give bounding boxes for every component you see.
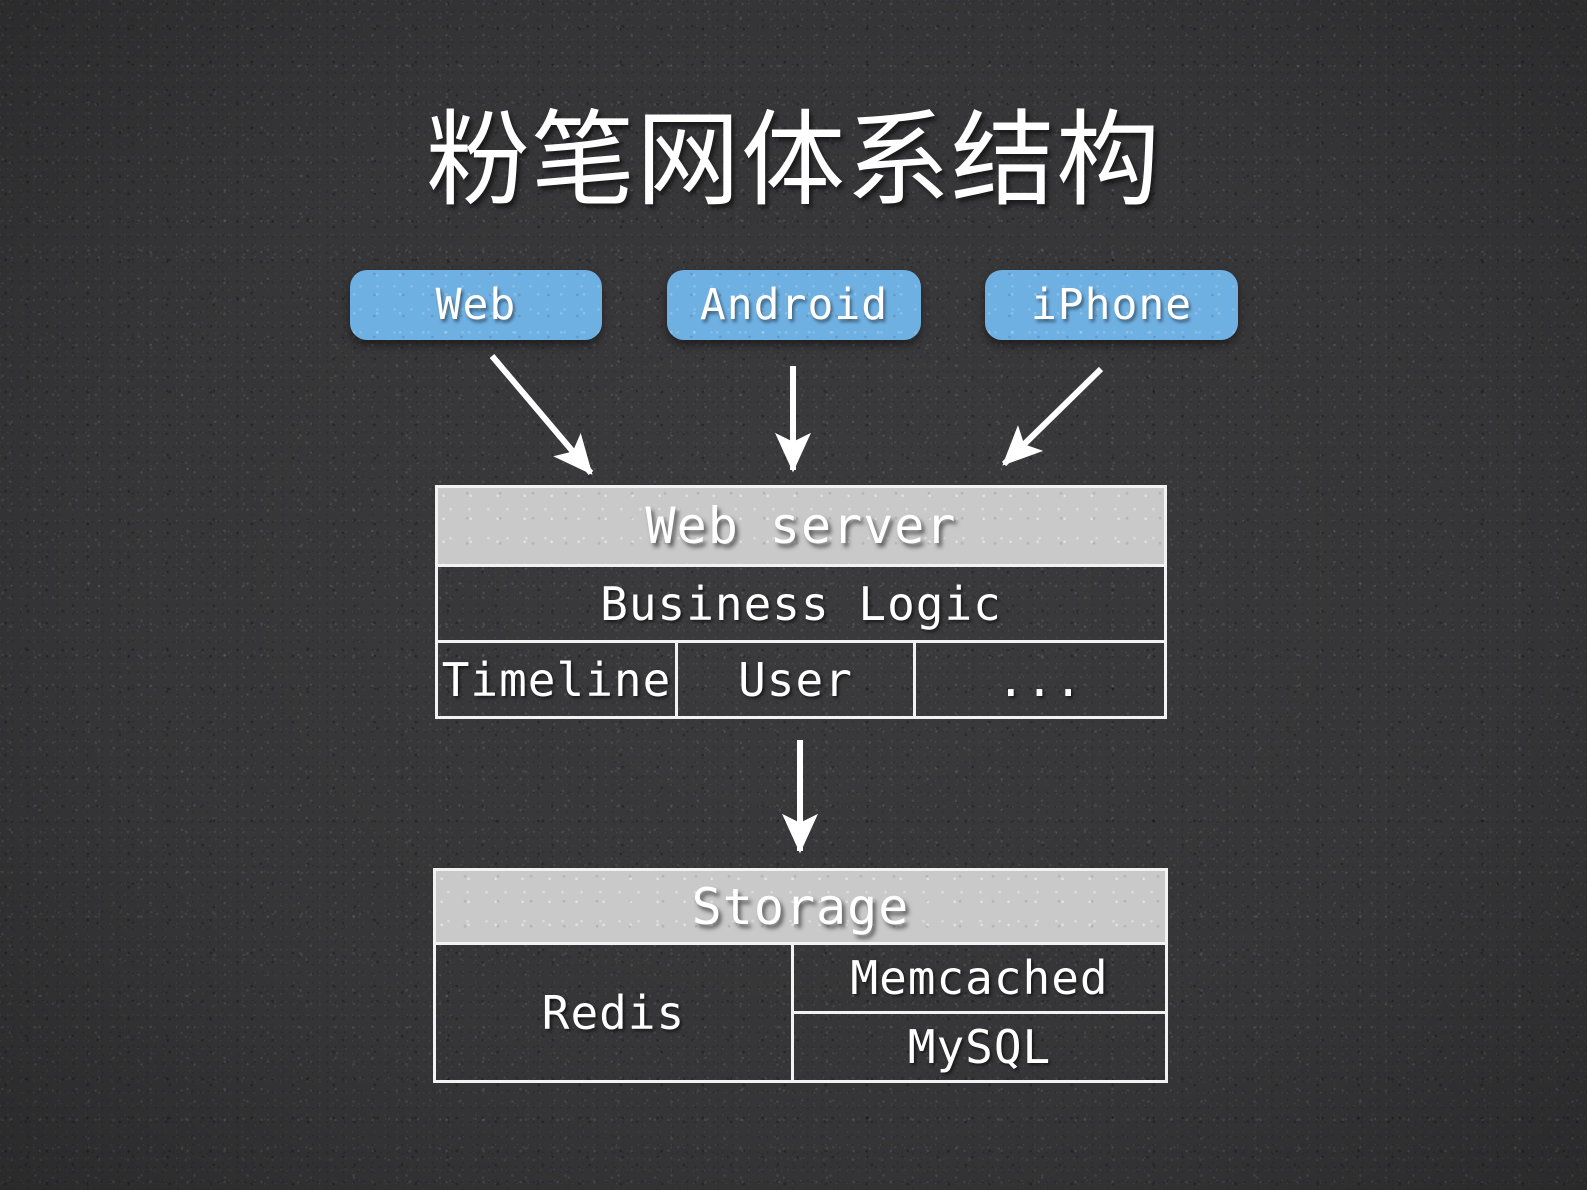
- storage-cell-memcached[interactable]: Memcached: [794, 945, 1165, 1014]
- client-label-iphone: iPhone: [1030, 280, 1193, 330]
- module-label-timeline: Timeline: [441, 652, 672, 707]
- storage-secondary-column: Memcached MySQL: [794, 945, 1165, 1080]
- storage-label-mysql: MySQL: [907, 1020, 1052, 1074]
- module-cell-more[interactable]: ...: [916, 643, 1164, 716]
- module-label-user: User: [738, 652, 853, 707]
- arrow-web-to-webserver: [489, 354, 594, 475]
- storage-panel: Storage Redis Memcached MySQL: [433, 868, 1168, 1083]
- arrow-iphone-to-webserver: [1001, 366, 1104, 467]
- client-label-android: Android: [699, 280, 889, 330]
- web-server-header: Web server: [438, 488, 1164, 567]
- module-cell-user[interactable]: User: [678, 643, 916, 716]
- web-server-panel: Web server Business Logic Timeline User …: [435, 485, 1167, 719]
- business-logic-row: Business Logic: [438, 567, 1164, 643]
- web-server-header-label: Web server: [645, 497, 957, 555]
- client-button-iphone[interactable]: iPhone: [985, 270, 1238, 340]
- storage-body-row: Redis Memcached MySQL: [436, 945, 1165, 1080]
- storage-label-memcached: Memcached: [850, 951, 1109, 1005]
- client-label-web: Web: [435, 280, 517, 330]
- client-button-android[interactable]: Android: [667, 270, 921, 340]
- storage-header-label: Storage: [691, 877, 910, 936]
- module-label-more: ...: [996, 652, 1084, 707]
- storage-cell-mysql[interactable]: MySQL: [794, 1014, 1165, 1080]
- page-title: 粉笔网体系结构: [425, 99, 1161, 221]
- storage-header: Storage: [436, 871, 1165, 945]
- storage-label-redis: Redis: [541, 985, 686, 1040]
- storage-cell-redis[interactable]: Redis: [436, 945, 794, 1080]
- module-cell-timeline[interactable]: Timeline: [438, 643, 678, 716]
- web-server-modules-row: Timeline User ...: [438, 643, 1164, 716]
- client-button-web[interactable]: Web: [350, 270, 602, 340]
- business-logic-label: Business Logic: [600, 576, 1002, 631]
